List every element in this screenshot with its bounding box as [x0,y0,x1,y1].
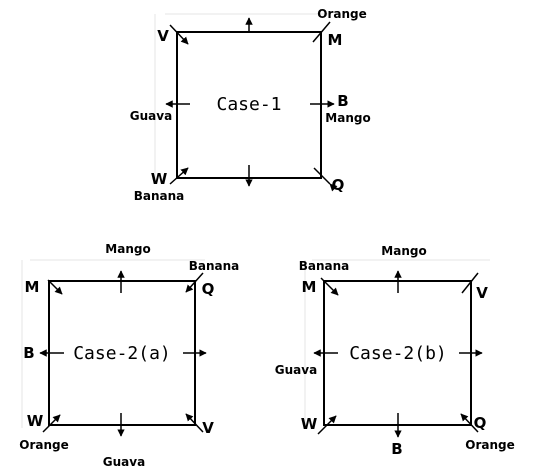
case-2a-label-banana: Banana [189,259,240,273]
case-2b-label-b: B [391,440,402,458]
case-1-label-b: B [337,92,348,110]
case-2b-label-orange: Orange [465,438,515,452]
case-2a-corner-br: V [202,419,214,437]
case-2a-label-guava: Guava [103,455,145,469]
case-2a-label-b: B [23,344,34,362]
case-2a-corner-tl: M [25,278,40,296]
case-2b-corner-tr: V [476,284,488,302]
case-2a-corner-bl: W [27,412,44,430]
case-2b-diagram: Case-2(b) M V W Q Banana Mango Guava B O… [275,244,515,458]
case-1-label-mango: Mango [325,111,370,125]
case-2b-corner-bl: W [301,415,318,433]
case-2b-corner-tl: M [302,278,317,296]
case-1-corner-bl: W [151,170,168,188]
case-2a-label-mango: Mango [105,242,150,256]
case-1-title: Case-1 [216,94,281,115]
case-2b-label-mango: Mango [381,244,426,258]
case-1-diagram: Case-1 V M W Q Orange Guava B Mango Bana… [130,7,371,203]
case-2a-label-orange: Orange [19,438,69,452]
case-2a-corner-tr: Q [202,280,215,298]
case-2b-label-guava: Guava [275,363,317,377]
case-2b-label-banana: Banana [299,259,350,273]
case-1-label-banana: Banana [134,189,185,203]
case-1-corner-tr: M [328,31,343,49]
case-2b-title: Case-2(b) [349,343,447,364]
case-1-label-orange: Orange [317,7,367,21]
case-2b-corner-br: Q [474,414,487,432]
case-1-label-guava: Guava [130,109,172,123]
case-1-corner-tl: V [157,27,169,45]
case-2a-diagram: Case-2(a) M Q W V Mango Banana B Orange … [19,242,239,469]
case-1-corner-br: Q [332,176,345,194]
case-2a-title: Case-2(a) [73,343,171,364]
